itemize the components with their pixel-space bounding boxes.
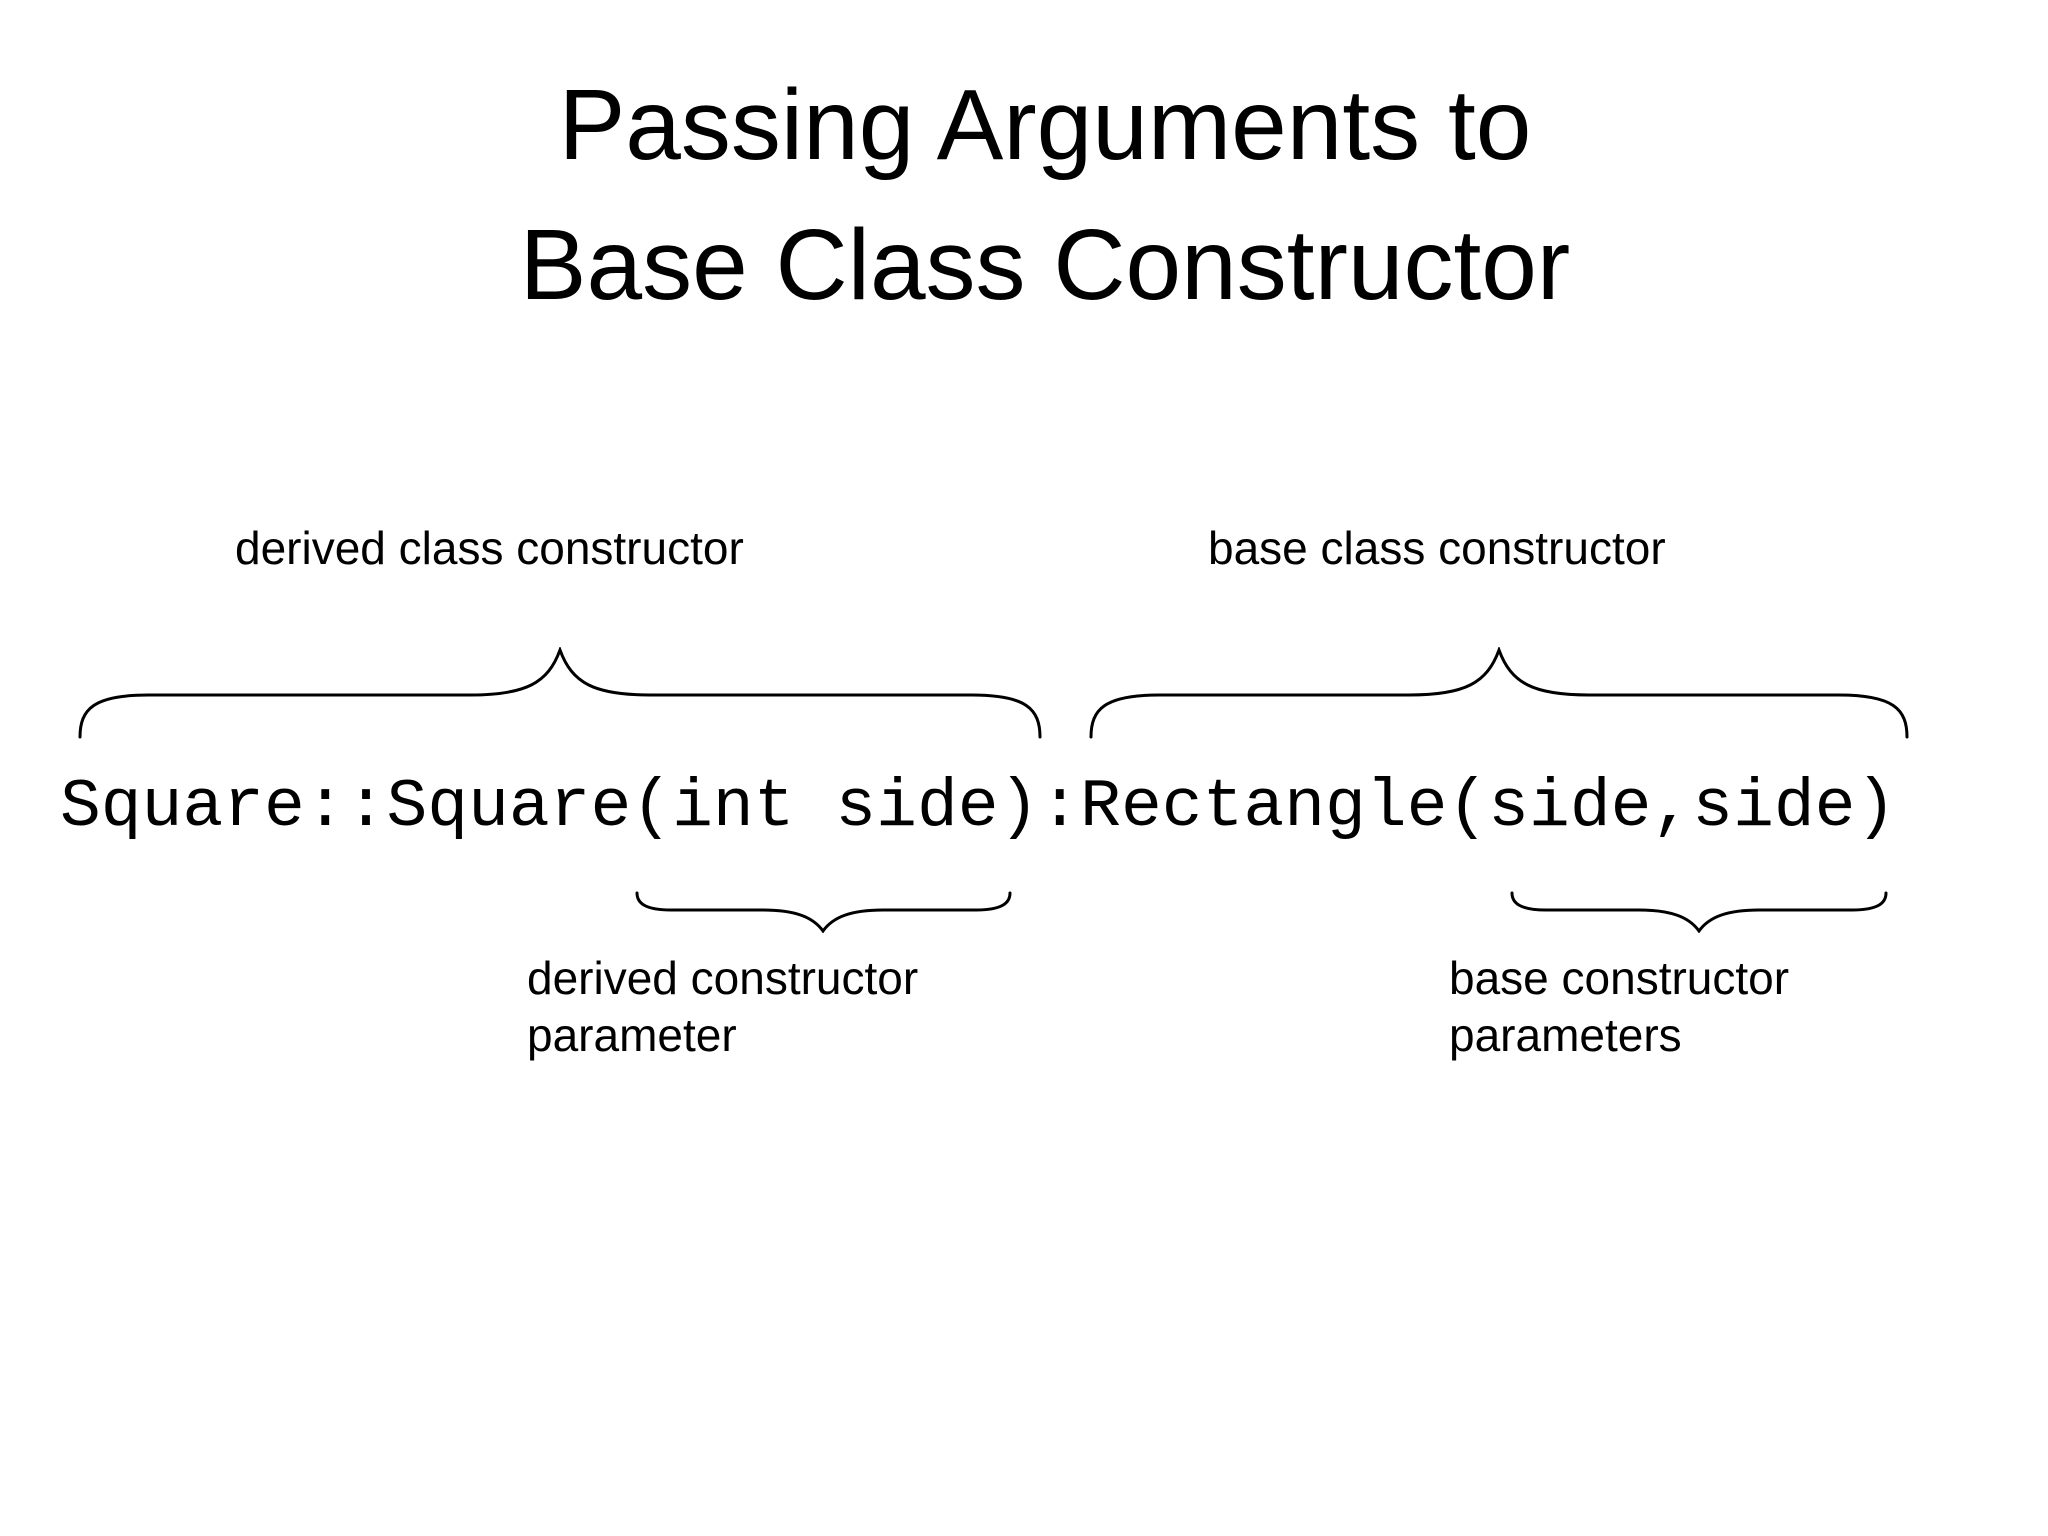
slide-title-line-1: Passing Arguments to	[558, 69, 1532, 181]
base-class-constructor-label: base class constructor	[1208, 522, 1666, 574]
derived-constructor-parameter-label-line-1: derived constructor	[527, 952, 919, 1004]
derived-constructor-parameter-label-line-2: parameter	[527, 1009, 737, 1061]
derived-constructor-parameter-brace-icon	[635, 891, 1012, 933]
derived-constructor-parameter-label: derived constructor parameter	[527, 950, 918, 1064]
base-class-constructor-brace-icon	[1089, 647, 1909, 739]
slide-title: Passing Arguments to Base Class Construc…	[42, 55, 2048, 335]
base-constructor-parameters-brace-icon	[1510, 891, 1888, 933]
base-constructor-parameters-label: base constructor parameters	[1449, 950, 1789, 1064]
base-constructor-parameters-label-line-2: parameters	[1449, 1009, 1682, 1061]
slide-title-line-2: Base Class Constructor	[519, 209, 1571, 321]
base-constructor-parameters-label-line-1: base constructor	[1449, 952, 1790, 1004]
code-statement: Square::Square(int side):Rectangle(side,…	[60, 769, 1897, 846]
derived-class-constructor-brace-icon	[78, 647, 1042, 739]
derived-class-constructor-label: derived class constructor	[235, 522, 744, 574]
